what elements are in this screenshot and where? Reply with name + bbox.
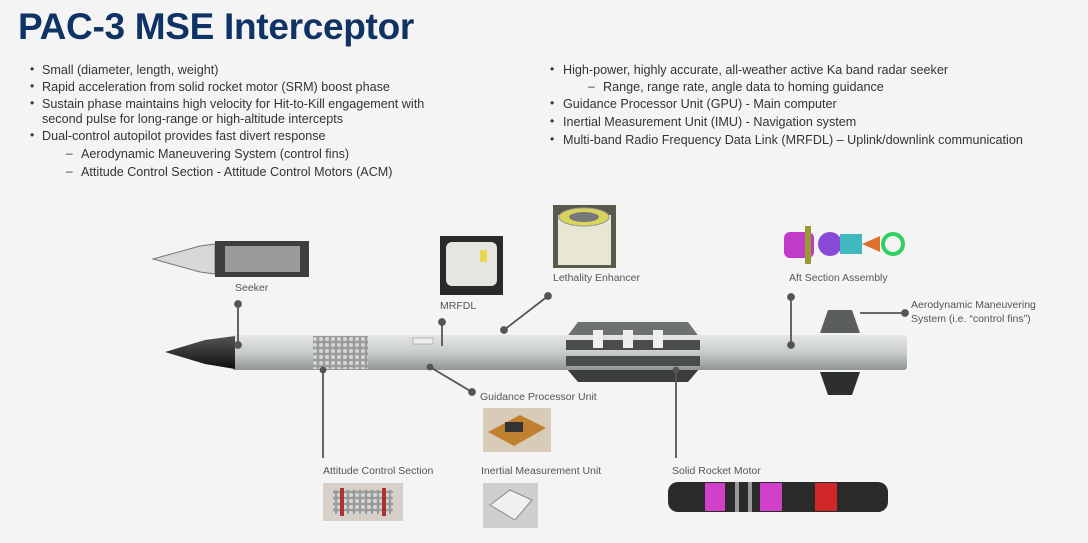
acs-image	[323, 483, 403, 521]
label-aft-section: Aft Section Assembly	[789, 272, 888, 284]
left-bullet: Dual-control autopilot provides fast div…	[42, 129, 326, 143]
srm-image	[668, 482, 888, 512]
page-title: PAC-3 MSE Interceptor	[18, 6, 414, 47]
imu-image	[483, 483, 538, 528]
left-bullet-cont: second pulse for long-range or high-alti…	[42, 112, 344, 126]
left-subbullet: Aerodynamic Maneuvering System (control …	[81, 147, 350, 161]
bullet-icon: •	[550, 96, 555, 110]
bullet-icon: •	[30, 79, 35, 93]
label-seeker: Seeker	[235, 282, 269, 294]
dash-icon: –	[66, 146, 73, 160]
bullet-icon: •	[30, 96, 35, 110]
left-bullet: Sustain phase maintains high velocity fo…	[42, 97, 425, 111]
label-lethality-enhancer: Lethality Enhancer	[553, 272, 640, 284]
wing-lower	[566, 368, 700, 382]
label-acs: Attitude Control Section	[323, 465, 434, 477]
bullet-icon: •	[550, 132, 555, 146]
bullet-icon: •	[30, 128, 35, 142]
left-bullet: Small (diameter, length, weight)	[42, 63, 219, 77]
label-aero-line2: System (i.e. “control fins”)	[911, 313, 1031, 325]
nose-cone	[165, 336, 235, 369]
label-srm: Solid Rocket Motor	[672, 465, 761, 477]
left-bullet: Rapid acceleration from solid rocket mot…	[42, 80, 390, 94]
right-bullet: Inertial Measurement Unit (IMU) - Naviga…	[563, 115, 857, 129]
lethality-enhancer-image	[553, 205, 616, 268]
bullet-icon: •	[30, 62, 35, 76]
label-mrfdl: MRFDL	[440, 300, 477, 312]
bullet-icon: •	[550, 114, 555, 128]
missile-body	[232, 335, 907, 370]
right-bullet: Guidance Processor Unit (GPU) - Main com…	[563, 97, 837, 111]
dash-icon: –	[588, 79, 595, 93]
label-imu: Inertial Measurement Unit	[481, 465, 602, 477]
seeker-image	[151, 241, 309, 277]
attitude-control-section	[313, 336, 368, 369]
left-subbullet: Attitude Control Section - Attitude Cont…	[81, 165, 393, 179]
mrfdl-image	[440, 236, 503, 295]
bullet-icon: •	[550, 62, 555, 76]
dash-icon: –	[66, 164, 73, 178]
label-gpu: Guidance Processor Unit	[480, 391, 597, 403]
gpu-image	[483, 408, 551, 452]
right-bullet: Multi-band Radio Frequency Data Link (MR…	[563, 133, 1023, 147]
label-aero-line1: Aerodynamic Maneuvering	[911, 299, 1036, 311]
control-fins	[820, 310, 860, 395]
right-bullet: High-power, highly accurate, all-weather…	[563, 63, 949, 77]
right-subbullet: Range, range rate, angle data to homing …	[603, 80, 884, 94]
aft-section-image	[784, 226, 905, 264]
